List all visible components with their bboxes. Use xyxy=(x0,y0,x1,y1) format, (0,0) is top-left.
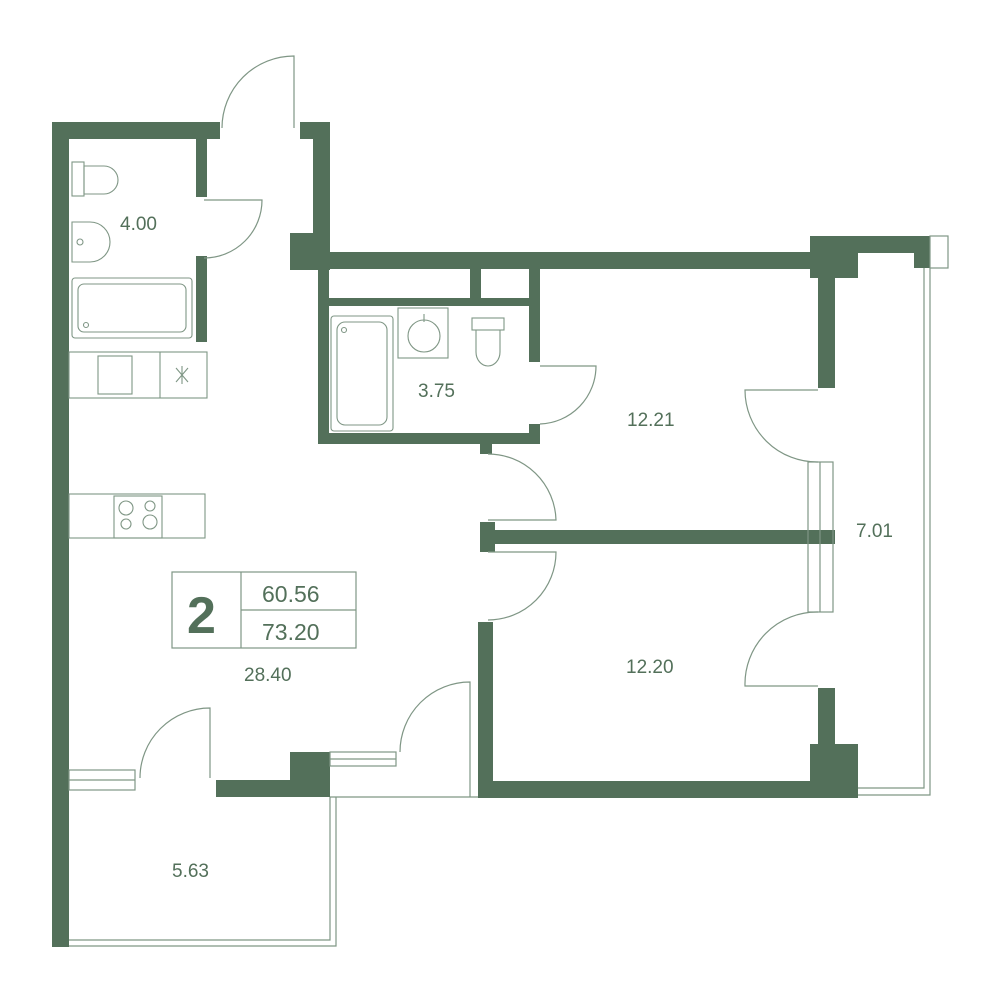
room-area-bedroom-lower: 12.20 xyxy=(626,657,674,678)
fixtures xyxy=(68,161,505,539)
rooms-count: 2 xyxy=(187,587,216,645)
room-area-bathroom-small: 4.00 xyxy=(120,214,157,235)
doors xyxy=(139,55,819,797)
toilet-icon xyxy=(471,317,505,367)
room-area-bedroom-upper: 12.21 xyxy=(627,410,675,431)
room-area-living-kitchen: 28.40 xyxy=(244,665,292,686)
thin-lines xyxy=(68,235,949,947)
walls xyxy=(52,122,930,947)
room-labels: 4.00 3.75 12.21 12.20 7.01 28.40 5.63 xyxy=(120,214,893,882)
bathtub-icon xyxy=(330,315,394,432)
toilet-icon xyxy=(71,161,119,197)
room-area-balcony-lower: 5.63 xyxy=(172,861,209,882)
room-area-balcony-right: 7.01 xyxy=(856,521,893,542)
kitchen-counter xyxy=(68,351,208,399)
total-area-value: 73.20 xyxy=(262,619,320,645)
sink-icon xyxy=(71,221,111,263)
sink-icon xyxy=(397,307,449,359)
cooktop-icon xyxy=(68,493,206,539)
room-area-bathroom-main: 3.75 xyxy=(418,381,455,402)
bathtub-icon xyxy=(71,277,193,339)
area-summary: 2 60.56 73.20 xyxy=(171,571,357,649)
living-area-value: 60.56 xyxy=(262,581,320,607)
